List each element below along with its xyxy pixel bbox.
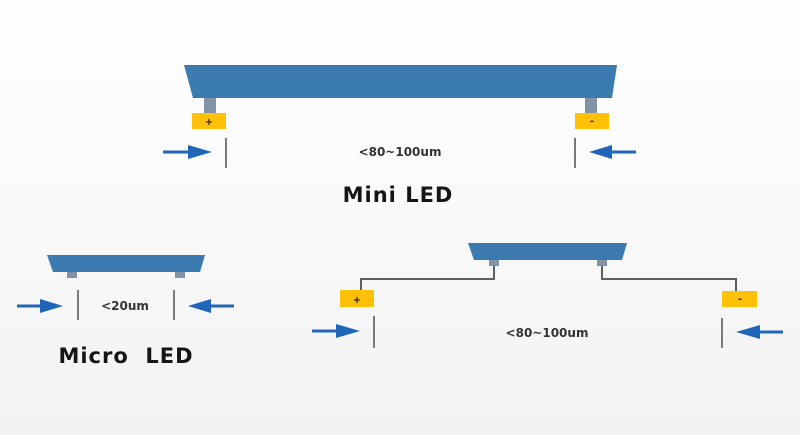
mini-led-right-pad-sign: - xyxy=(590,116,594,127)
mini-led-wired-chip xyxy=(468,243,627,260)
mini-led-left-pad-sign: + xyxy=(205,117,213,128)
mini-led-diagram: + - <80~100um Mini LED xyxy=(163,65,636,207)
mini-led-right-arrow-icon xyxy=(589,145,636,159)
mini-led-wired-left-pad xyxy=(340,290,374,307)
mini-led-wired-right-wire xyxy=(601,266,737,291)
micro-led-left-pad xyxy=(67,272,77,278)
micro-led-diagram: <20um Micro LED xyxy=(17,255,234,368)
mini-led-wired-right-pad xyxy=(722,291,757,307)
mini-led-left-post xyxy=(204,98,216,113)
mini-led-title: Mini LED xyxy=(343,183,454,207)
micro-led-dimension-label: <20um xyxy=(101,299,149,313)
mini-led-wired-left-post xyxy=(489,260,499,266)
mini-led-wired-right-post xyxy=(597,260,607,266)
micro-led-right-pad xyxy=(175,272,185,278)
mini-led-wired-dimension-label: <80~100um xyxy=(506,326,589,340)
mini-led-right-pad xyxy=(575,113,609,129)
mini-led-wired-right-arrow-icon xyxy=(736,325,783,339)
mini-led-dimension-label: <80~100um xyxy=(359,145,442,159)
micro-led-left-arrow-icon xyxy=(17,299,63,313)
mini-led-chip xyxy=(184,65,617,98)
mini-led-wired-left-wire xyxy=(360,266,495,290)
mini-led-left-pad xyxy=(192,113,226,129)
mini-led-wired-diagram: + - <80~100um xyxy=(312,243,783,348)
mini-led-wired-left-arrow-icon xyxy=(312,324,360,338)
mini-led-left-arrow-icon xyxy=(163,145,212,159)
micro-led-chip xyxy=(47,255,205,272)
mini-led-right-post xyxy=(585,98,597,113)
micro-led-right-arrow-icon xyxy=(188,299,234,313)
micro-led-title: Micro LED xyxy=(58,344,193,368)
mini-led-wired-left-pad-sign: + xyxy=(353,295,361,306)
mini-led-wired-right-pad-sign: - xyxy=(738,294,742,305)
